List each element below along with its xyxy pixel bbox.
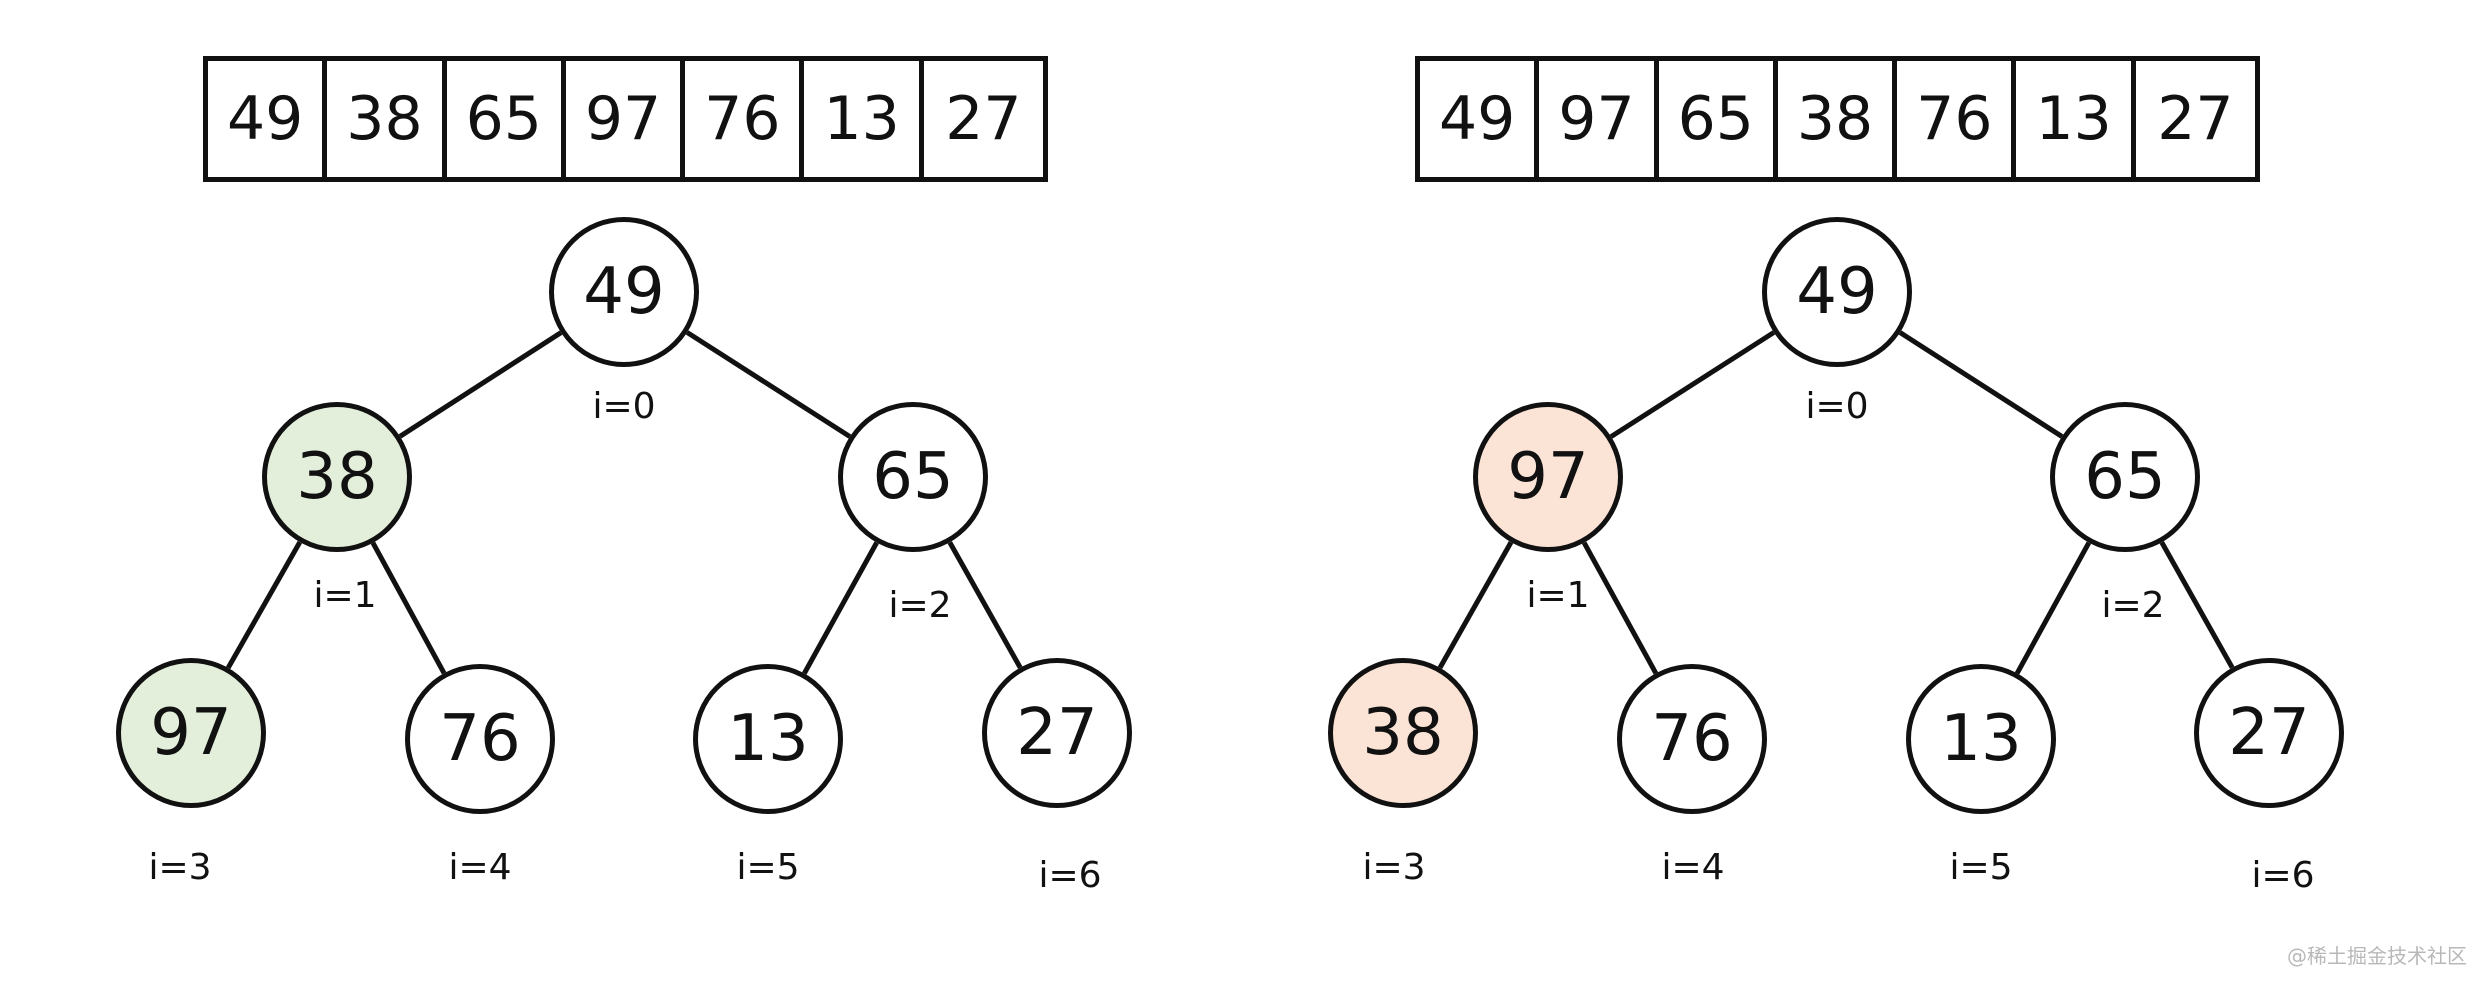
array-cell: 97 [1539, 61, 1659, 177]
tree-node: 65 [2050, 402, 2200, 552]
array-cell: 38 [327, 61, 447, 177]
index-label: i=6 [1038, 855, 1102, 896]
tree-node: 13 [1906, 664, 2056, 814]
index-label: i=6 [2251, 855, 2315, 896]
array-cell: 97 [566, 61, 686, 177]
index-label: i=0 [1805, 386, 1869, 427]
index-label: i=0 [592, 386, 656, 427]
tree-edge [398, 330, 563, 439]
index-label: i=5 [1949, 847, 2013, 888]
tree-node: 13 [693, 664, 843, 814]
tree-edge [2014, 541, 2092, 675]
tree-node: 97 [116, 658, 266, 808]
tree-node: 49 [1762, 217, 1912, 367]
array-cell: 13 [804, 61, 924, 177]
index-label: i=2 [888, 585, 952, 626]
array-cell: 76 [1897, 61, 2017, 177]
index-label: i=1 [1526, 575, 1590, 616]
tree-node: 27 [982, 658, 1132, 808]
tree-edge [2159, 541, 2235, 669]
index-label: i=5 [736, 847, 800, 888]
array-right: 49 97 65 38 76 13 27 [1415, 56, 2260, 182]
index-label: i=4 [448, 847, 512, 888]
tree-edge [947, 541, 1023, 669]
tree-edge [1437, 541, 1514, 669]
array-cell: 38 [1778, 61, 1898, 177]
index-label: i=4 [1661, 847, 1725, 888]
tree-node: 76 [1617, 664, 1767, 814]
array-cell: 65 [447, 61, 566, 177]
tree-node: 65 [838, 402, 988, 552]
array-left: 49 38 65 97 76 13 27 [203, 56, 1048, 182]
tree-node: 49 [549, 217, 699, 367]
index-label: i=3 [148, 847, 212, 888]
array-cell: 13 [2016, 61, 2136, 177]
tree-edge [802, 541, 879, 675]
tree-edge [1609, 330, 1776, 439]
index-label: i=1 [313, 575, 377, 616]
watermark: @稀土掘金技术社区 [2287, 944, 2467, 968]
tree-node: 38 [262, 402, 412, 552]
tree-edge [370, 541, 447, 675]
index-label: i=2 [2101, 585, 2165, 626]
tree-edge [225, 540, 303, 670]
array-cell: 49 [208, 61, 328, 177]
tree-node: 97 [1473, 402, 1623, 552]
array-cell: 65 [1659, 61, 1778, 177]
tree-node: 76 [405, 664, 555, 814]
array-cell: 27 [2157, 84, 2234, 154]
array-cell: 76 [685, 61, 805, 177]
tree-node: 27 [2194, 658, 2344, 808]
index-label: i=3 [1362, 847, 1426, 888]
array-cell: 49 [1420, 61, 1540, 177]
array-cell: 27 [945, 84, 1022, 154]
tree-node: 38 [1328, 658, 1478, 808]
tree-edge [685, 330, 852, 439]
tree-edge [1581, 541, 1659, 675]
tree-edge [1898, 330, 2064, 439]
